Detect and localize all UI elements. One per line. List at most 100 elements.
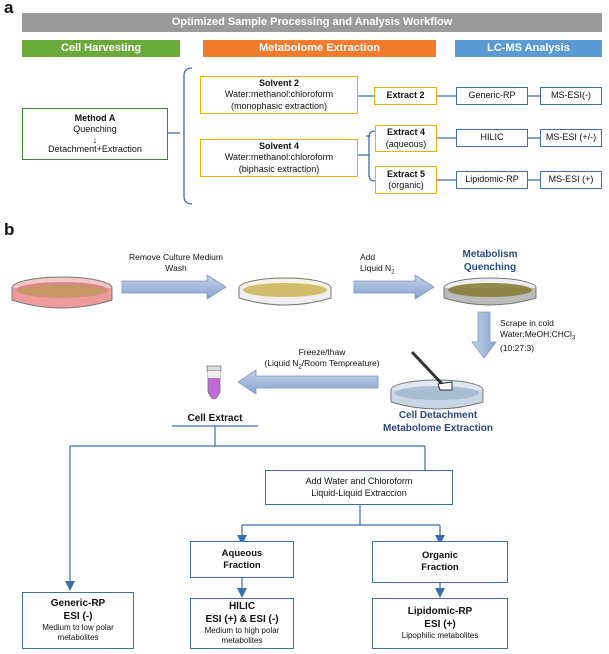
step-add-n2-line1: Add: [360, 252, 376, 262]
ms-esi-pos-label: MS-ESI (+): [548, 174, 594, 185]
scrape-sub: 3: [571, 335, 576, 342]
method-a-line2: Detachment+Extraction: [48, 143, 142, 154]
step-add-n2-caption: Add Liquid N2: [360, 252, 420, 277]
freeze-line1: Freeze/thaw: [298, 347, 346, 357]
extract4-box: Extract 4 (aqueous): [375, 125, 437, 152]
step-add-n2-line2: Liquid N2: [360, 263, 420, 277]
step-remove-medium-caption: Remove Culture Medium Wash: [120, 252, 232, 273]
ms-esi-neg-box: MS-ESI(-): [540, 87, 602, 105]
freeze-thaw-caption: Freeze/thaw (Liquid N2/Room Tempreature): [262, 347, 382, 372]
freeze-text-b: /Room Tempreature): [301, 357, 380, 368]
generic-rp-box: Generic-RP: [456, 87, 528, 105]
method-a-title: Method A: [74, 113, 116, 124]
cell-detachment-title: Cell Detachment Metabolome Extraction: [378, 410, 498, 435]
freeze-text-a: (Liquid N: [264, 357, 299, 368]
scrape-solvent: Water:MeOH:CHCl: [500, 328, 572, 339]
solvent4-box: Solvent 4 Water:methanol:chloroform (bip…: [200, 139, 358, 177]
solvent4-line1: Water:methanol:chloroform: [224, 152, 334, 163]
scrape-line2: Water:MeOH:CHCl3: [500, 329, 604, 343]
output-lipidomic-rp-box: Lipidomic-RP ESI (+) Lipophilic metaboli…: [372, 598, 508, 649]
arrow-remove-medium: [121, 274, 227, 300]
extract5-sub: (organic): [388, 180, 424, 190]
output-generic-title: Generic-RP: [50, 598, 106, 609]
extract2-title: Extract 2: [386, 90, 425, 101]
ms-esi-neg-label: MS-ESI(-): [551, 90, 591, 101]
solvent2-line1: Water:methanol:chloroform: [224, 89, 334, 100]
solvent2-box: Solvent 2 Water:methanol:chloroform (mon…: [200, 76, 358, 114]
output-generic-rp-box: Generic-RP ESI (-) Medium to low polar m…: [22, 592, 134, 649]
aqueous-line1: Aqueous: [221, 547, 263, 559]
add-water-chloroform-box: Add Water and Chloroform Liquid-Liquid E…: [265, 470, 453, 505]
arrow-scrape: [471, 311, 497, 359]
organic-fraction-box: Organic Fraction: [372, 541, 508, 583]
output-generic-desc1: Medium to low polar: [42, 623, 114, 632]
hilic-label: HILIC: [480, 132, 504, 143]
scrape-caption: Scrape in cold Water:MeOH:CHCl3 (10:27:3…: [500, 318, 604, 353]
extract5-title: Extract 5: [386, 168, 426, 179]
output-hilic-desc1: Medium to high polar: [204, 626, 280, 635]
output-lipid-title: Lipidomic-RP: [407, 606, 473, 617]
scrape-ratio: (10:27:3): [500, 342, 535, 353]
output-lipid-desc1: Lipophilic metabolites: [401, 631, 479, 640]
aqueous-line2: Fraction: [223, 559, 261, 571]
step-remove-medium-line2: Wash: [165, 262, 187, 273]
washed-dish-icon: [238, 277, 332, 306]
solvent4-line2: (biphasic extraction): [238, 163, 320, 174]
output-hilic-esi: ESI (+) & ESI (-): [205, 613, 279, 625]
lipidomic-rp-label: Lipidomic-RP: [465, 174, 519, 185]
output-hilic-box: HILIC ESI (+) & ESI (-) Medium to high p…: [190, 598, 294, 649]
solvent2-title: Solvent 2: [258, 78, 299, 89]
cell-extract-label: Cell Extract: [187, 413, 243, 424]
freeze-line2: (Liquid N2/Room Tempreature): [262, 358, 382, 372]
extract2-box: Extract 2: [374, 87, 437, 105]
scrape-line1: Scrape in cold: [500, 318, 554, 328]
header-metabolome-extraction: Metabolome Extraction: [203, 40, 436, 57]
extract4-title: Extract 4: [386, 127, 426, 138]
panel-label-b: b: [4, 220, 15, 239]
quench-line2: Quenching: [463, 261, 517, 273]
step-remove-medium-line1: Remove Culture Medium: [128, 252, 223, 262]
organic-line1: Organic: [422, 550, 458, 562]
freeze-sub: 2: [298, 364, 302, 371]
header-lcms-analysis: LC-MS Analysis: [455, 40, 602, 57]
culture-dish-icon: [11, 276, 113, 309]
add-water-line1: Add Water and Chloroform: [305, 476, 413, 487]
detach-line2: Metabolome Extraction: [382, 422, 494, 434]
output-hilic-title: HILIC: [228, 601, 256, 612]
ms-esi-pos-box: MS-ESI (+): [540, 171, 602, 189]
scraping-dish-icon: [390, 350, 484, 410]
method-a-box: Method A Quenching ↓ Detachment+Extracti…: [22, 108, 168, 160]
output-hilic-desc2: metabolites: [221, 636, 263, 645]
quench-line1: Metabolism: [462, 249, 518, 260]
lipidomic-rp-box: Lipidomic-RP: [456, 171, 528, 189]
output-lipid-esi: ESI (+): [424, 618, 456, 630]
workflow-title-band: Optimized Sample Processing and Analysis…: [22, 13, 602, 32]
quenched-dish-icon: [443, 277, 537, 306]
step-add-n2-text: Liquid N: [360, 262, 392, 273]
add-water-line2: Liquid-Liquid Extraccion: [311, 487, 407, 498]
panel-label-a: a: [4, 0, 14, 17]
method-a-arrow: ↓: [92, 134, 98, 145]
solvent2-line2: (monophasic extraction): [230, 100, 328, 111]
step-add-n2-sub: 2: [391, 269, 395, 276]
extract5-box: Extract 5 (organic): [375, 166, 437, 194]
detach-line1: Cell Detachment: [398, 410, 478, 421]
hilic-box: HILIC: [456, 129, 528, 147]
aqueous-fraction-box: Aqueous Fraction: [190, 541, 294, 578]
output-generic-esi: ESI (-): [63, 610, 93, 622]
arrow-add-liquid-n2: [353, 274, 435, 300]
extract4-sub: (aqueous): [385, 138, 427, 149]
extract-tube-icon: [206, 365, 222, 400]
output-generic-desc2: metabolites: [57, 633, 99, 642]
metabolism-quenching-title: Metabolism Quenching: [440, 249, 540, 274]
ms-esi-both-box: MS-ESI (+/-): [540, 129, 602, 147]
generic-rp-label: Generic-RP: [468, 90, 516, 101]
arrow-freeze-thaw: [237, 369, 379, 395]
method-a-line1: Quenching: [73, 124, 117, 135]
solvent4-title: Solvent 4: [258, 141, 299, 152]
ms-esi-both-label: MS-ESI (+/-): [545, 132, 597, 143]
organic-line2: Fraction: [421, 562, 459, 573]
header-cell-harvesting: Cell Harvesting: [22, 40, 180, 57]
